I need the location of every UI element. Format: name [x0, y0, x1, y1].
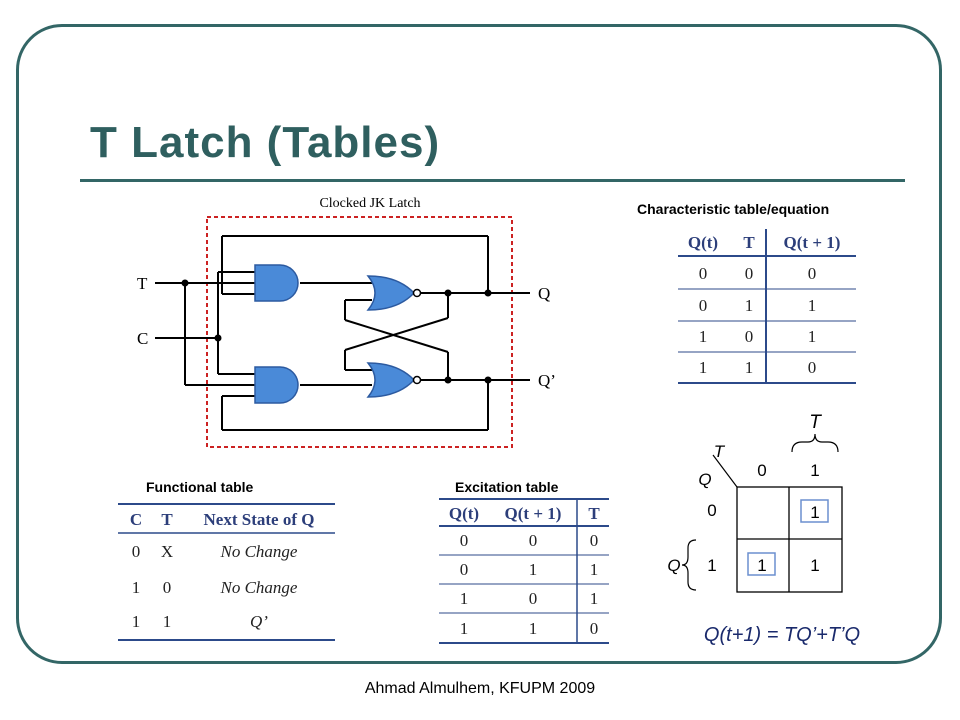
table-cell: 0: [529, 589, 538, 608]
output-qbar-label: Q’: [538, 371, 556, 390]
table-cell: 0: [460, 531, 469, 550]
table-cell: 1: [808, 327, 817, 346]
table-cell: 0: [745, 264, 754, 283]
table-cell: 0: [460, 560, 469, 579]
slide-title: T Latch (Tables): [90, 118, 441, 167]
kmap-cell: 1: [757, 556, 766, 575]
table-cell: 1: [745, 296, 754, 315]
kmap-corner-diagonal: [712, 454, 738, 488]
clocked-jk-latch-diagram: Clocked JK Latch: [137, 196, 556, 448]
input-c-label: C: [137, 329, 148, 348]
header-cell: T: [161, 510, 173, 529]
table-cell: 1: [699, 327, 708, 346]
table-cell: 1: [529, 619, 538, 638]
table-cell: X: [161, 542, 173, 561]
table-cell: 0: [808, 264, 817, 283]
nor-gate-top-bubble: [412, 288, 422, 298]
kmap-column-brace: [791, 433, 839, 453]
kmap-col-header: 0: [757, 461, 766, 480]
input-t-label: T: [137, 274, 148, 293]
and-gate-top: [254, 264, 299, 302]
and-gate-bottom: [254, 366, 299, 404]
table-cell: 1: [132, 612, 141, 631]
header-cell: C: [130, 510, 142, 529]
table-cell: Q’: [250, 612, 268, 631]
kmap-column-variable: T: [809, 412, 822, 433]
table-cell: 0: [163, 578, 172, 597]
table-cell: 1: [460, 619, 469, 638]
table-cell: 0: [699, 264, 708, 283]
kmap-corner-col-label: T: [714, 442, 726, 461]
table-cell: 0: [590, 531, 599, 550]
table-cell: 0: [529, 531, 538, 550]
kmap-row-variable: Q: [667, 556, 680, 575]
table-cell: 0: [132, 542, 141, 561]
kmap-row-brace: [681, 539, 697, 591]
characteristic-table-caption: Characteristic table/equation: [637, 201, 830, 217]
excitation-table: Q(t) Q(t + 1) T 0 0 0 0 1 1 1 0 1 1 1 0: [439, 498, 609, 644]
kmap-group-box: [800, 499, 829, 523]
title-underline: [80, 179, 905, 182]
kmap-row-header: 1: [707, 556, 716, 575]
table-cell: 1: [590, 560, 599, 579]
table-cell: 1: [590, 589, 599, 608]
characteristic-table: Q(t) T Q(t + 1) 0 0 0 0 1 1 1 0 1 1 1 0: [678, 229, 856, 384]
table-cell: 1: [132, 578, 141, 597]
table-cell: 1: [699, 358, 708, 377]
table-cell: 1: [163, 612, 172, 631]
header-cell: Q(t + 1): [784, 233, 841, 252]
nor-gate-bottom: [366, 362, 416, 398]
table-cell: 1: [529, 560, 538, 579]
output-q-label: Q: [538, 284, 550, 303]
excitation-table-caption: Excitation table: [455, 479, 559, 495]
junction-dots: [181, 279, 492, 384]
table-cell: 0: [808, 358, 817, 377]
table-cell: 0: [745, 327, 754, 346]
kmap-col-header: 1: [810, 461, 819, 480]
karnaugh-map: T T Q 0 1 0 1 Q 1 1 1 Q(t+1) = TQ’+T’Q: [667, 412, 860, 646]
table-cell: 0: [699, 296, 708, 315]
header-cell: T: [588, 504, 600, 523]
kmap-group-box: [747, 552, 776, 576]
table-cell: No Change: [220, 578, 298, 597]
header-cell: Next State of Q: [204, 510, 315, 529]
slide-footer: Ahmad Almulhem, KFUPM 2009: [364, 680, 596, 697]
header-cell: Q(t): [449, 504, 479, 523]
table-cell: 0: [590, 619, 599, 638]
functional-table-caption: Functional table: [146, 479, 254, 495]
latch-boundary: [206, 216, 513, 448]
functional-table: C T Next State of Q 0 X No Change 1 0 No…: [118, 503, 335, 641]
header-cell: Q(t): [688, 233, 718, 252]
table-cell: No Change: [220, 542, 298, 561]
slide-frame: [16, 24, 942, 664]
circuit-title: Clocked JK Latch: [319, 196, 420, 211]
header-cell: Q(t + 1): [505, 504, 562, 523]
kmap-equation: Q(t+1) = TQ’+T’Q: [704, 624, 860, 646]
nor-gate-bottom-bubble: [412, 375, 422, 385]
table-cell: 1: [808, 296, 817, 315]
circuit-wires: [155, 235, 530, 431]
kmap-row-header: 0: [707, 501, 716, 520]
kmap-cell: 1: [810, 503, 819, 522]
header-cell: T: [743, 233, 755, 252]
nor-gate-top: [366, 275, 416, 311]
table-cell: 1: [745, 358, 754, 377]
kmap-cell: 1: [810, 556, 819, 575]
table-cell: 1: [460, 589, 469, 608]
kmap-corner-row-label: Q: [698, 470, 711, 489]
